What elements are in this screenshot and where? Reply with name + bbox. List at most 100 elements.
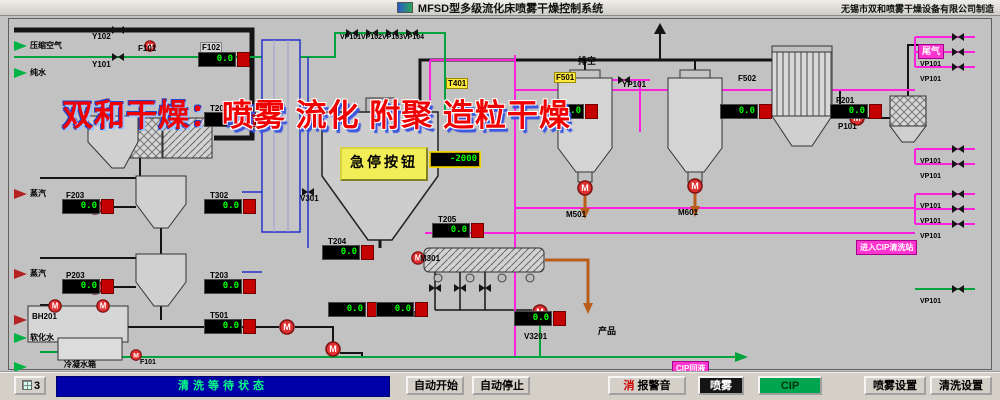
agitator-motor-icon[interactable] (96, 299, 110, 313)
tag-t203: T203 (210, 271, 229, 280)
agglomerator-vessel-2[interactable] (667, 77, 723, 173)
display-t302: 0.0 (204, 199, 256, 214)
clean-settings-button[interactable]: 清洗设置 (930, 376, 992, 395)
tag-t401: T401 (446, 78, 469, 89)
manufacturer-label: 无锡市双和喷雾干燥设备有限公司制造 (840, 4, 994, 14)
condensate-tank-label: 冷凝水箱 (64, 360, 96, 369)
tag-vp101: VP101 (920, 76, 942, 83)
piping-diagram: M (14, 23, 975, 362)
spray-button[interactable]: 喷雾 (698, 376, 744, 395)
watermark-slogan: 喷雾 流化 附聚 造粒干燥 (222, 98, 571, 133)
flow-arrow-icon (735, 352, 748, 362)
feed-compressed-air: 压缩空气 (14, 40, 62, 51)
display-f102: 0.0 (198, 52, 250, 67)
tag-f101: F101 (140, 359, 156, 366)
tag-t201: T201 (210, 104, 229, 113)
tag-f201: F201 (836, 96, 855, 105)
tag-t205: T205 (438, 215, 457, 224)
page-button[interactable]: 3 (14, 376, 46, 395)
arrow-right-icon (14, 332, 27, 343)
air-heater[interactable] (162, 117, 213, 159)
product-arrows (580, 206, 700, 314)
condensate-tank[interactable] (57, 337, 123, 361)
display-v3201: 0.0 (514, 311, 566, 326)
setpoint-box (471, 223, 484, 238)
display-t201: 0.0 (204, 112, 256, 127)
police-filter-cone (889, 125, 927, 143)
setpoint-box (553, 311, 566, 326)
cyclone-small[interactable] (87, 115, 139, 169)
title-bar: MFSD型多级流化床喷雾干燥控制系统 无锡市双和喷雾干燥设备有限公司制造 (0, 0, 1000, 16)
pump-motor-icon[interactable] (325, 341, 341, 357)
valve-icon[interactable] (952, 285, 964, 293)
tag-vp103: VP103 (382, 34, 404, 41)
arrow-right-icon (14, 188, 27, 199)
tag-vp104: VP104 (403, 34, 425, 41)
display-t204: 0.0 (322, 245, 374, 260)
page-title: MFSD型多级流化床喷雾干燥控制系统 (417, 2, 604, 15)
valve-icon[interactable] (112, 53, 124, 61)
auto-stop-button[interactable]: 自动停止 (472, 376, 530, 395)
valve-icon[interactable] (952, 190, 964, 198)
app-icon (396, 2, 413, 13)
agitator-motor-icon[interactable] (48, 299, 62, 313)
valve-icon[interactable] (952, 220, 964, 228)
display-f201: 0.0 (830, 104, 882, 119)
tag-m501: M501 (566, 210, 587, 219)
tag-m601: M601 (678, 208, 699, 217)
vent-label: 排空 (578, 56, 597, 66)
tag-vp101: VP101 (920, 158, 942, 165)
feed-arrow (14, 315, 27, 325)
tag-m301: M301 (420, 254, 441, 263)
spray-settings-button[interactable]: 喷雾设置 (864, 376, 926, 395)
setpoint-box (759, 104, 772, 119)
emergency-stop-button[interactable]: 急停按钮 (340, 147, 428, 181)
alarm-mute-button[interactable]: 消报警音 (608, 376, 686, 395)
tag-vp102: VP102 (361, 34, 383, 41)
tag-p101: P101 (838, 122, 857, 131)
rotary-valve-motor-icon[interactable] (687, 178, 703, 194)
bag-filter[interactable] (771, 51, 833, 117)
valve-icon[interactable] (952, 205, 964, 213)
cip-in-label: 进入CIP清洗站 (856, 240, 918, 255)
display-tower: -2000 (430, 152, 480, 167)
tag-f502: F502 (738, 74, 757, 83)
fluid-bed[interactable] (423, 247, 545, 273)
setpoint-box (243, 199, 256, 214)
heater-cyclone-1[interactable] (135, 175, 187, 229)
tag-f101: F101 (138, 44, 157, 53)
valve-icon[interactable] (952, 48, 964, 56)
tag-y101: Y101 (92, 60, 111, 69)
page-icon (22, 380, 32, 390)
pipes-blue (242, 57, 322, 273)
pipes-product (545, 180, 697, 303)
valve-icon[interactable] (952, 145, 964, 153)
alarm-mute-icon: 消 (623, 380, 635, 392)
rotary-valve-motor-icon[interactable] (577, 180, 593, 196)
mimic-panel: M (0, 16, 1000, 376)
bag-filter-top (771, 45, 833, 53)
watermark: 双和干燥：喷雾 流化 附聚 造粒干燥 (62, 90, 571, 135)
valve-icon[interactable] (112, 26, 124, 34)
valve-icon[interactable] (952, 63, 964, 71)
status-bar: 3 清洗等待状态 自动开始 自动停止 消报警音 喷雾 CIP 喷雾设置 清洗设置 (0, 371, 1000, 400)
tag-v301: V301 (300, 194, 319, 203)
feed-pure-water: 纯水 (14, 67, 46, 78)
heater-cyclone-2[interactable] (135, 253, 187, 307)
watermark-brand: 双和干燥： (62, 98, 222, 133)
tag-t302: T302 (210, 191, 229, 200)
tag-vp101: VP101 (920, 173, 942, 180)
vent-arrow-icon (654, 23, 666, 34)
police-filter[interactable] (889, 95, 927, 127)
pump-motor-icon[interactable] (279, 319, 295, 335)
valve-icon[interactable] (952, 33, 964, 41)
cip-button[interactable]: CIP (758, 376, 822, 395)
arrow-right-icon (14, 362, 27, 372)
tag-y102: Y102 (92, 32, 111, 41)
auto-start-button[interactable]: 自动开始 (406, 376, 464, 395)
agglomerator-vessel-1[interactable] (557, 77, 613, 173)
feed-arrow (14, 362, 27, 372)
setpoint-box (361, 245, 374, 260)
valve-icon[interactable] (952, 160, 964, 168)
